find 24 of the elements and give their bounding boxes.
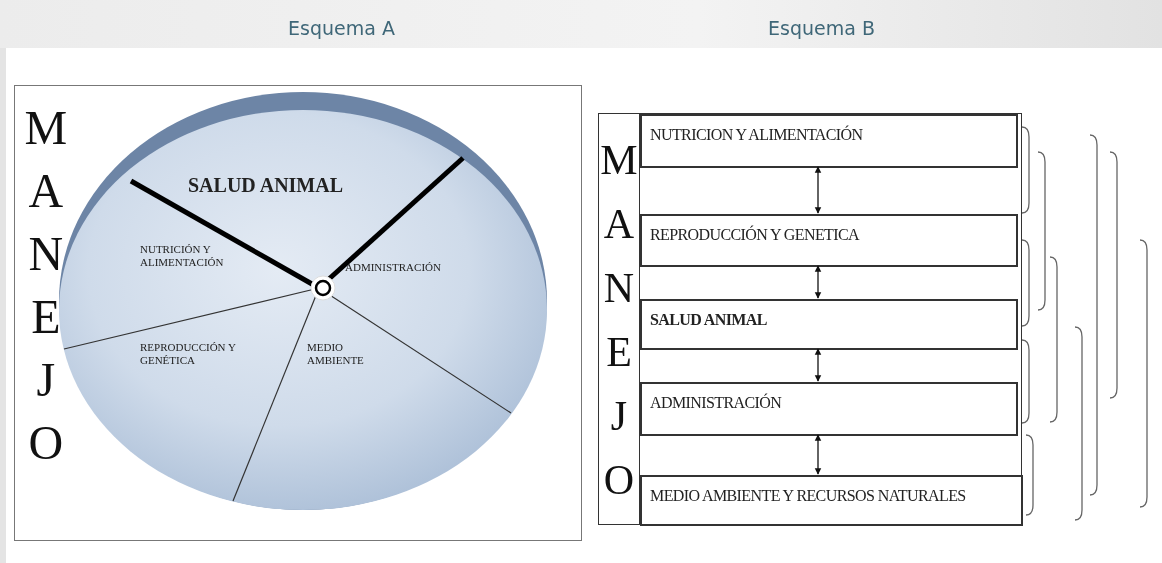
diagram-frame [598, 113, 1022, 525]
box-label: NUTRICION Y ALIMENTACIÓN [650, 125, 863, 145]
double-arrow [814, 434, 822, 475]
box-label: ADMINISTRACIÓN [650, 393, 782, 413]
box-label: MEDIO AMBIENTE Y RECURSOS NATURALES [650, 486, 966, 506]
sector-label: REPRODUCCIÓN Y GENÉTICA [140, 341, 237, 368]
double-arrow [814, 166, 822, 214]
process-box [640, 214, 1018, 267]
double-arrow [814, 348, 822, 382]
process-box [640, 299, 1018, 350]
panel-heading: Esquema A [288, 17, 395, 39]
sector-label: MEDIO AMBIENTE [307, 341, 365, 368]
sector-label: ADMINISTRACIÓN [345, 261, 442, 275]
box-label: SALUD ANIMAL [650, 310, 767, 330]
box-label: REPRODUCCIÓN Y GENETICA [650, 225, 859, 245]
panel-heading: Esquema B [768, 17, 875, 39]
sector-label: SALUD ANIMAL [188, 173, 345, 197]
diagram-frame [14, 85, 582, 541]
double-arrow [814, 265, 822, 299]
process-box [640, 475, 1023, 526]
process-box [640, 382, 1018, 436]
sector-label: NUTRICIÓN Y ALIMENTACIÓN [140, 243, 225, 270]
process-box [640, 114, 1018, 168]
vertical-title: MANEJO [23, 100, 69, 471]
